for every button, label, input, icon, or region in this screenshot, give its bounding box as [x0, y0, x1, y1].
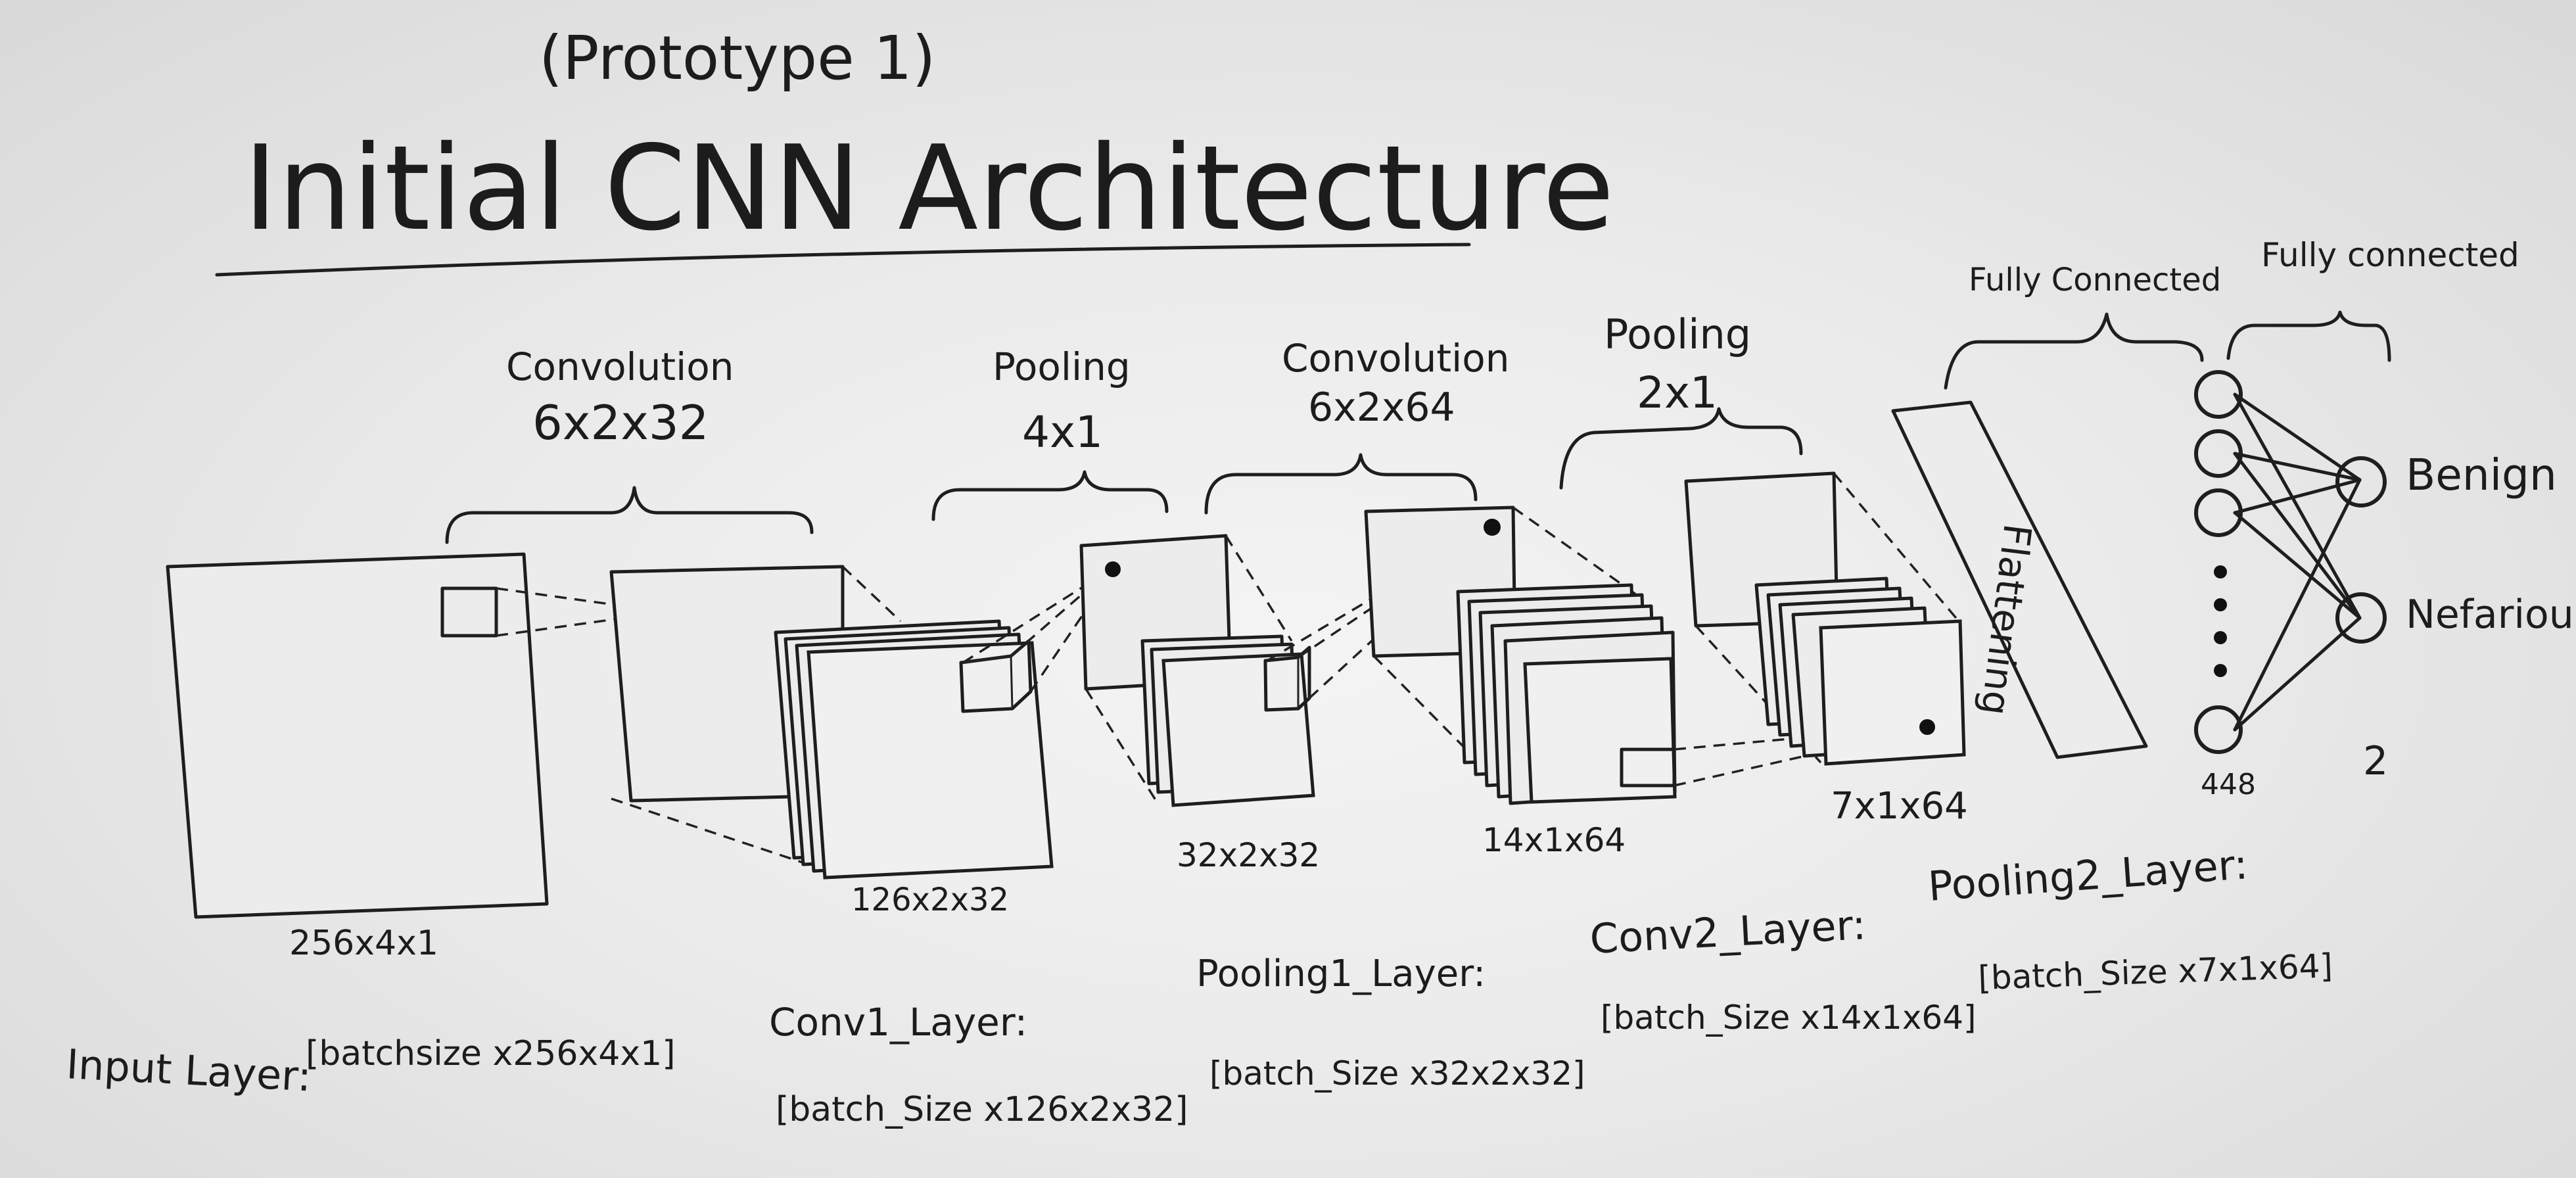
conv2-volume-size: 14x1x64 — [1482, 821, 1626, 859]
pool2-stage-size: 2x1 — [1637, 367, 1718, 418]
conv2-stage-name: Convolution — [1282, 336, 1510, 381]
hidden-neuron — [2194, 429, 2243, 478]
hidden-neuron-count: 448 — [2201, 768, 2256, 801]
pool1-feature-point — [1105, 561, 1121, 577]
output-neuron-count: 2 — [2363, 738, 2388, 784]
output-label-benign: Benign — [2406, 450, 2557, 500]
pool2-feature-point — [1919, 719, 1935, 735]
fc1-brace — [1944, 312, 2204, 390]
pool2-brace — [1559, 407, 1803, 490]
pool2-layer-shape: [batch_Size x7x1x64] — [1977, 947, 2333, 997]
pool1-volume-size: 32x2x32 — [1177, 836, 1320, 874]
fc-network — [2194, 370, 2387, 754]
conv1-layer-name: Conv1_Layer: — [769, 1000, 1027, 1045]
conv1-volume — [609, 565, 1114, 880]
conv1-brace — [445, 486, 814, 544]
pool1-volume — [1079, 526, 1495, 807]
fc2-brace — [2226, 310, 2391, 362]
input-sheet — [166, 552, 549, 919]
pool1-layer-shape: [batch_Size x32x2x32] — [1209, 1054, 1585, 1093]
conv1-stage-name: Convolution — [506, 344, 734, 389]
diagram-subtitle: (Prototype 1) — [539, 23, 935, 93]
pool1-front-sheet — [1161, 652, 1315, 807]
conv1-volume-size: 126x2x32 — [851, 882, 1009, 918]
output-neuron-benign — [2335, 456, 2387, 507]
conv1-front-sheet — [807, 641, 1054, 880]
conv2-volume — [1364, 506, 1928, 805]
input-layer-shape: [batchsize x256x4x1] — [306, 1034, 675, 1073]
pool2-front-sheet — [1819, 619, 1966, 766]
ellipsis-dot — [2214, 631, 2227, 644]
pool1-brace — [931, 470, 1169, 521]
conv1-layer-shape: [batch_Size x126x2x32] — [776, 1090, 1188, 1129]
fc1-stage-name: Fully Connected — [1969, 262, 2221, 298]
ellipsis-dot — [2214, 565, 2227, 578]
input-layer-name: Input Layer: — [65, 1040, 312, 1100]
output-neuron-nefarious — [2335, 592, 2387, 644]
pool1-layer-name: Pooling1_Layer: — [1196, 953, 1486, 995]
output-label-nefarious: Nefarious — [2406, 592, 2576, 638]
input-volume-size: 256x4x1 — [289, 924, 438, 963]
pool2-volume-size: 7x1x64 — [1831, 785, 1968, 828]
conv2-pool-window — [1620, 747, 1676, 788]
diagram-title: Initial CNN Architecture — [243, 120, 1614, 256]
pool1-stage-size: 4x1 — [1022, 407, 1103, 458]
conv1-stage-size: 6x2x32 — [532, 395, 709, 450]
ellipsis-dot — [2214, 598, 2227, 611]
conv2-front-sheet — [1523, 657, 1677, 804]
conv2-stage-size: 6x2x64 — [1308, 385, 1455, 431]
pool2-stage-name: Pooling — [1604, 310, 1751, 358]
hidden-neuron — [2194, 705, 2243, 754]
conv2-brace — [1204, 453, 1478, 515]
hidden-neuron — [2194, 370, 2243, 419]
title-underline — [215, 243, 1471, 277]
fc2-stage-name: Fully connected — [2261, 236, 2519, 274]
conv2-layer-name: Conv2_Layer: — [1589, 901, 1867, 963]
pool2-volume — [1684, 471, 1966, 766]
flatten-bar — [1891, 400, 2148, 759]
pool1-stage-name: Pooling — [993, 344, 1131, 389]
ellipsis-dot — [2214, 664, 2227, 677]
conv2-layer-shape: [batch_Size x14x1x64] — [1601, 999, 1977, 1037]
pool2-layer-name: Pooling2_Layer: — [1927, 840, 2249, 910]
braces — [445, 310, 2391, 544]
hidden-neuron — [2194, 488, 2243, 537]
input-kernel-window — [440, 586, 498, 638]
input-volume — [166, 552, 663, 919]
conv2-feature-point — [1484, 519, 1501, 536]
